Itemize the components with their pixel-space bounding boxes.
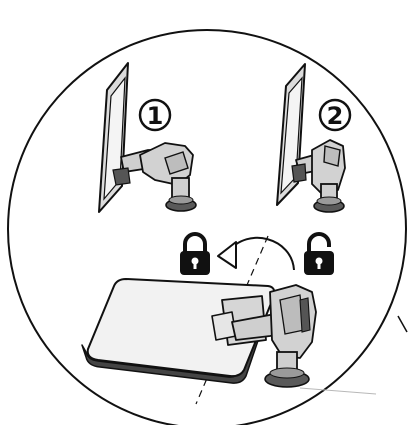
step-1-bracket (113, 168, 130, 185)
landscape-base-top (270, 368, 304, 378)
landscape-clamp-dark (300, 298, 310, 332)
pointer-line (398, 316, 407, 332)
step-1-base-top (169, 196, 193, 204)
step-2-badge: 2 (320, 100, 350, 130)
step-1-badge: 1 (140, 100, 170, 130)
unlocked-padlock-keyhole-slot (318, 262, 321, 269)
step-2-bracket (292, 164, 306, 182)
step-1-number: 1 (147, 102, 164, 130)
locked-padlock-keyhole-slot (194, 262, 197, 269)
step-2-mount-knob (324, 146, 340, 166)
step-2-base-top (317, 197, 341, 205)
step-2-number: 2 (327, 102, 344, 130)
